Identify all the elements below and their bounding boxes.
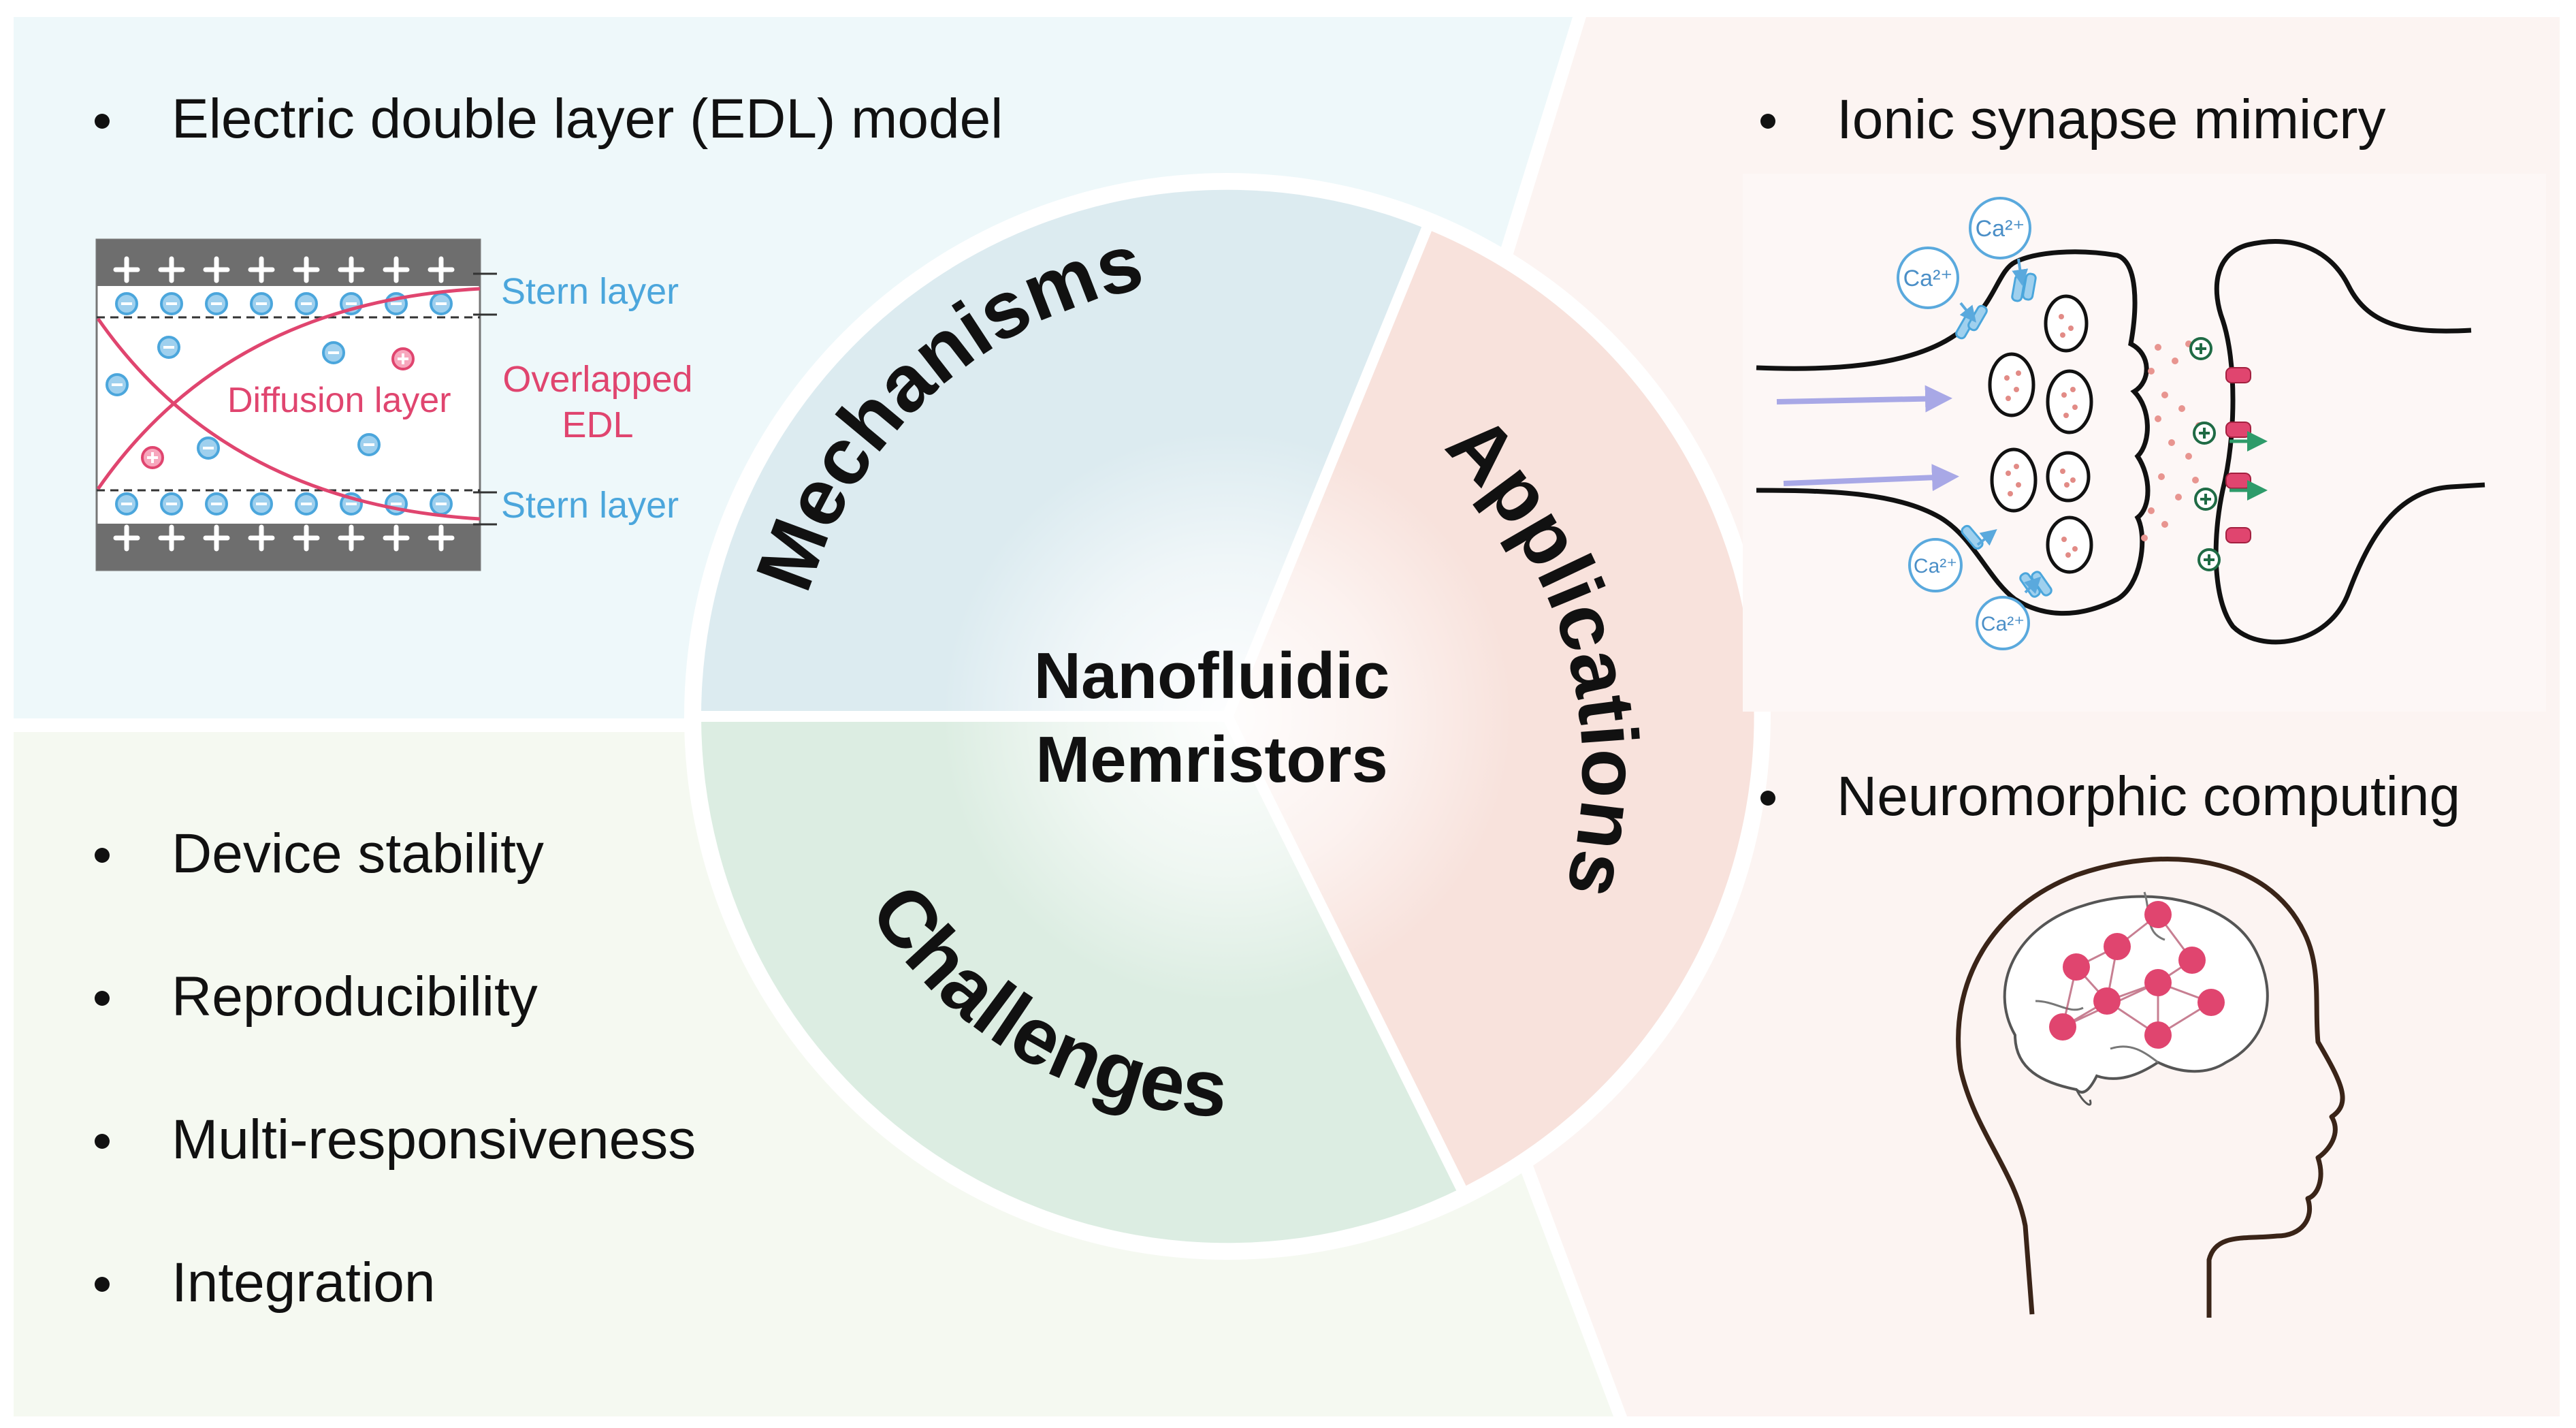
challenge-item-1: Device stability: [172, 823, 544, 885]
bullet-dot: [95, 114, 110, 129]
bullet-dot: [1760, 114, 1775, 129]
calcium-ion: [1969, 197, 2031, 259]
calcium-ion: [1897, 247, 1959, 309]
signal-arrow: [1776, 385, 1952, 413]
ca-label: Ca²⁺: [1981, 613, 2025, 635]
bullet-dot: [95, 848, 110, 863]
calcium-ion: [1976, 596, 2030, 650]
challenge-item-2: Reproducibility: [172, 966, 538, 1028]
challenge-item-4: Integration: [172, 1252, 436, 1314]
head-outline: [1956, 856, 2345, 1318]
ca-label: Ca²⁺: [1914, 555, 1957, 577]
center-title-line2: Memristors: [1035, 723, 1388, 796]
calcium-ion: [1908, 538, 1963, 592]
potential-curve-1: [96, 317, 481, 521]
bullet-dot: [95, 1134, 110, 1149]
brain-outline: [2003, 895, 2269, 1094]
positive-charges-top: [113, 256, 455, 283]
head-illustration: [1956, 856, 2345, 1318]
neural-nodes: [2049, 901, 2225, 1049]
stern-layer-top-label: Stern layer: [501, 271, 679, 312]
signal-arrow: [1783, 464, 1959, 492]
bullet-dot: [95, 1277, 110, 1292]
bottom-electrode: [97, 524, 480, 570]
potential-curve-2: [96, 287, 481, 490]
positive-charges-bottom: [113, 524, 455, 552]
presynaptic-membrane: [1756, 249, 2151, 616]
ionic-synapse-bullet: Ionic synapse mimicry: [1837, 89, 2386, 150]
bullet-dot: [1760, 791, 1775, 806]
neuromorphic-bullet: Neuromorphic computing: [1837, 765, 2460, 827]
overlapped-edl-label-line1: Overlapped: [502, 359, 692, 400]
ca-label: Ca²⁺: [1976, 216, 2025, 242]
synapse-illustration: Ca²⁺ Ca²⁺ Ca²⁺ Ca²⁺: [1743, 174, 2546, 712]
synaptic-vesicles: [1988, 294, 2093, 574]
top-electrode: [97, 240, 480, 286]
overlapped-edl-label-line2: EDL: [562, 404, 633, 445]
ca-label: Ca²⁺: [1903, 266, 1953, 291]
challenge-item-3: Multi-responsiveness: [172, 1109, 696, 1171]
stern-layer-bottom-label: Stern layer: [501, 485, 679, 526]
bullet-dot: [95, 991, 110, 1006]
receptors: [2225, 367, 2251, 543]
edl-diagram: [95, 238, 497, 571]
center-title-line1: Nanofluidic: [1034, 639, 1390, 712]
edl-model-bullet: Electric double layer (EDL) model: [172, 88, 1003, 150]
diffusion-layer-label: Diffusion layer: [227, 381, 451, 420]
